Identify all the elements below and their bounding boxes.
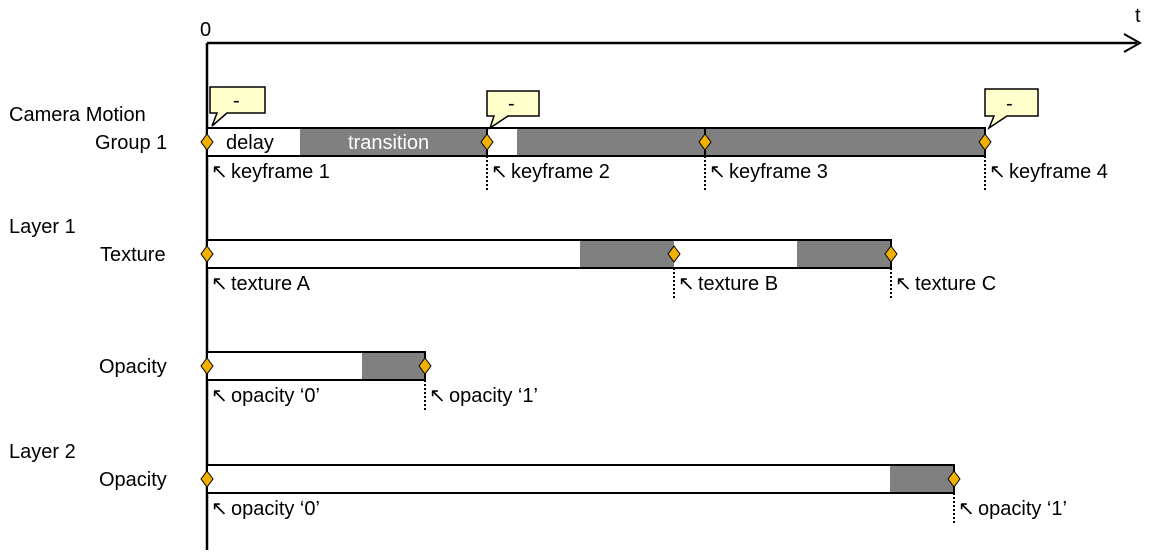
keyframe-arrow: ↖ [211,498,228,520]
keyframe-arrow: ↖ [678,273,695,295]
keyframe-arrow: ↖ [211,161,228,183]
delay-label: delay [226,132,274,154]
callout: - [209,86,266,127]
time-axis-arrowhead [1123,33,1143,53]
keyframe-label: opacity ‘1’ [449,385,538,407]
keyframe-label: texture B [698,273,778,295]
keyframe-label: keyframe 3 [729,161,828,183]
keyframe-arrow: ↖ [211,273,228,295]
callout-text: - [508,93,515,115]
time-axis-label: t [1135,5,1141,27]
group-1-label: Group 1 [95,132,167,154]
callout-text: - [1006,93,1013,115]
keyframe-arrow: ↖ [709,161,726,183]
keyframe-marker [200,133,214,151]
keyframe-arrow: ↖ [958,498,975,520]
opacity-track-bar [206,464,955,494]
keyframe-arrow: ↖ [989,161,1006,183]
keyframe-marker [200,470,214,488]
opacity-transition [890,466,954,492]
texture-track [206,239,892,269]
keyframe-label: opacity ‘1’ [978,498,1067,520]
opacity-label: Opacity [99,469,167,491]
camera-transition-3 [705,129,985,155]
keyframe-arrow: ↖ [429,385,446,407]
opacity-label: Opacity [99,356,167,378]
callout-text: - [233,90,240,112]
layer1-opacity-track [206,351,426,381]
time-origin-label: 0 [200,19,211,41]
camera-motion-label: Camera Motion [9,104,146,126]
texture-transition-1 [580,241,674,267]
keyframe-label: texture A [231,273,311,295]
keyframe-marker [667,245,681,263]
camera-transition-2 [517,129,705,155]
keyframe-arrow: ↖ [491,161,508,183]
keyframe-marker [698,133,712,151]
keyframe-marker [480,133,494,151]
texture-label: Texture [100,244,166,266]
texture-transition-2 [797,241,891,267]
callout: - [984,88,1039,130]
texture-track-bar [206,239,892,269]
keyframe-marker [200,245,214,263]
keyframe-marker [418,357,432,375]
layer2-opacity-track [206,464,955,494]
callout: - [486,90,540,130]
opacity-transition [362,353,425,379]
keyframe-label: opacity ‘0’ [231,385,320,407]
camera-track: delay transition [206,127,986,157]
keyframe-label: opacity ‘0’ [231,498,320,520]
keyframe-marker [200,357,214,375]
keyframe-marker [884,245,898,263]
transition-label: transition [348,132,429,154]
keyframe-arrow: ↖ [895,273,912,295]
layer-2-label: Layer 2 [9,441,76,463]
keyframe-label: texture C [915,273,996,295]
keyframe-label: keyframe 1 [231,161,330,183]
layer-1-label: Layer 1 [9,216,76,238]
keyframe-label: keyframe 4 [1009,161,1108,183]
camera-transition-1 [300,129,487,155]
keyframe-label: keyframe 2 [511,161,610,183]
keyframe-arrow: ↖ [211,385,228,407]
keyframe-marker [978,133,992,151]
keyframe-marker [947,470,961,488]
